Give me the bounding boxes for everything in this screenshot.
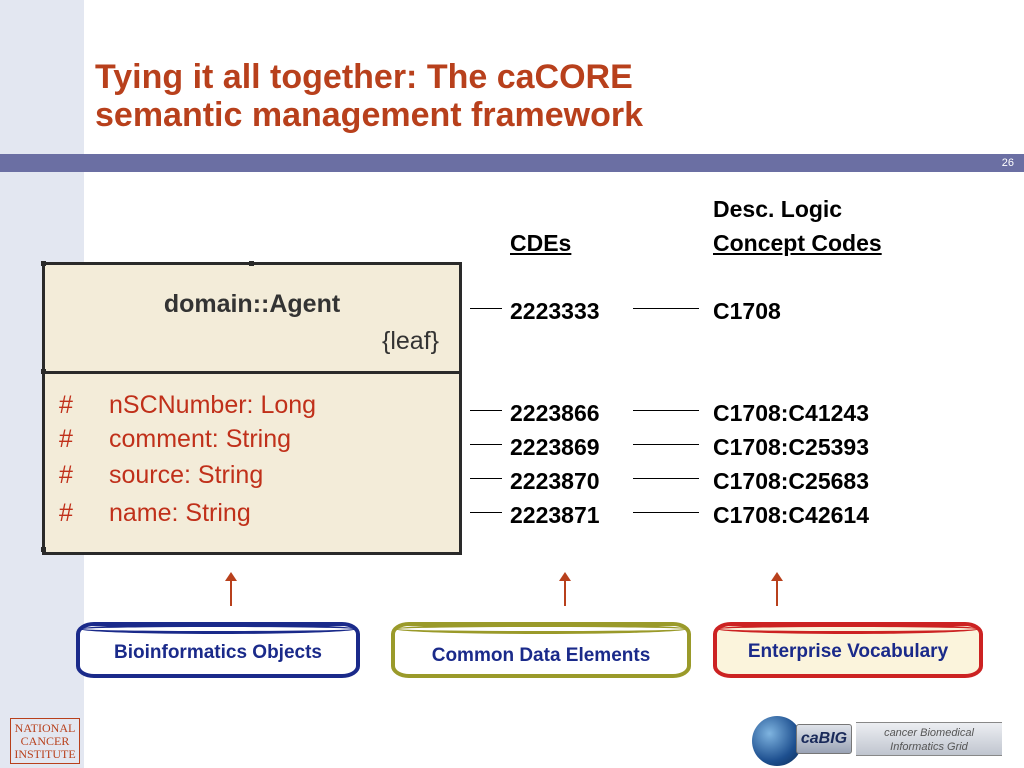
attribute-marker: #: [59, 461, 73, 489]
up-arrow-icon: [776, 580, 778, 606]
concept-code: C1708: [713, 298, 781, 324]
cabig-name: caBIG: [796, 724, 852, 754]
layer-label: Enterprise Vocabulary: [747, 641, 949, 662]
connector-line: [470, 410, 502, 411]
header-band: [0, 154, 1024, 172]
cde-id: 2223869: [510, 434, 600, 460]
layer-label: Common Data Elements: [431, 645, 651, 666]
concept-code: C1708:C42614: [713, 502, 870, 528]
concept-code: C1708:C25683: [713, 468, 870, 494]
attribute-marker: #: [59, 391, 73, 419]
uml-class-box: domain::Agent {leaf} #nSCNumber: Long #c…: [41, 261, 462, 555]
slide-title: Tying it all together: The caCORE semant…: [95, 58, 643, 134]
concept-code: C1708:C25393: [713, 434, 870, 460]
uml-attribute: # nSCNumber: Long: [59, 391, 316, 420]
concept-header-line-1: Desc. Logic: [713, 196, 843, 222]
connector-line: [470, 308, 502, 309]
connector-line: [470, 512, 502, 513]
cabig-subtitle-line: Informatics Grid: [890, 741, 968, 753]
cde-id: 2223871: [510, 502, 600, 528]
uml-corner-dot: [41, 261, 46, 266]
uml-attribute: # name: String: [59, 499, 251, 528]
nci-logo-line: INSTITUTE: [14, 747, 76, 761]
arrowhead-icon: [771, 572, 783, 581]
attribute-text: source: String: [109, 461, 264, 489]
attribute-text: nSCNumber: Long: [109, 391, 317, 419]
layer-label: Bioinformatics Objects: [114, 642, 322, 663]
cde-id: 2223866: [510, 400, 600, 426]
nci-logo-line: CANCER: [20, 734, 70, 748]
bioinformatics-objects-layer: Bioinformatics Objects: [76, 622, 360, 678]
cabig-subtitle-line: cancer Biomedical: [884, 727, 974, 739]
nci-logo-line: NATIONAL: [14, 721, 76, 735]
connector-line: [633, 308, 699, 309]
nci-logo: NATIONAL CANCER INSTITUTE: [10, 718, 80, 764]
up-arrow-icon: [564, 580, 566, 606]
attribute-text: name: String: [109, 499, 251, 527]
up-arrow-icon: [230, 580, 232, 606]
arrowhead-icon: [559, 572, 571, 581]
concept-code: C1708:C41243: [713, 400, 870, 426]
concept-header-line-2: Concept Codes: [713, 230, 882, 256]
attribute-marker: #: [59, 425, 73, 453]
connector-line: [633, 410, 699, 411]
cylinder-top: [80, 624, 356, 634]
uml-class-name: domain::Agent: [163, 290, 341, 318]
cdes-header: CDEs: [510, 230, 572, 256]
uml-edge-dot: [249, 261, 254, 266]
arrowhead-icon: [225, 572, 237, 581]
uml-edge-dot: [41, 369, 46, 374]
common-data-elements-layer: Common Data Elements: [391, 622, 691, 678]
cabig-logo: cancer Biomedical Informatics Grid caBIG: [752, 716, 1002, 766]
connector-line: [633, 512, 699, 513]
slide-title-line-2: semantic management framework: [95, 96, 643, 134]
uml-separator: [45, 371, 459, 374]
connector-line: [470, 444, 502, 445]
cde-id: 2223333: [510, 298, 600, 324]
connector-line: [633, 444, 699, 445]
connector-line: [633, 478, 699, 479]
cabig-subtitle: cancer Biomedical Informatics Grid: [856, 722, 1002, 756]
slide-title-line-1: Tying it all together: The caCORE: [95, 58, 633, 96]
uml-attribute: # comment: String: [59, 425, 291, 454]
page-number: 26: [1001, 157, 1014, 169]
globe-icon: [752, 716, 802, 766]
cylinder-top: [395, 624, 687, 634]
attribute-text: comment: String: [109, 425, 292, 453]
enterprise-vocabulary-layer: Enterprise Vocabulary: [713, 622, 983, 678]
uml-corner-dot: [41, 547, 46, 552]
cde-id: 2223870: [510, 468, 600, 494]
cylinder-top: [717, 624, 979, 634]
uml-attribute: # source: String: [59, 461, 263, 490]
connector-line: [470, 478, 502, 479]
attribute-marker: #: [59, 499, 73, 527]
uml-stereotype: {leaf}: [381, 327, 439, 355]
